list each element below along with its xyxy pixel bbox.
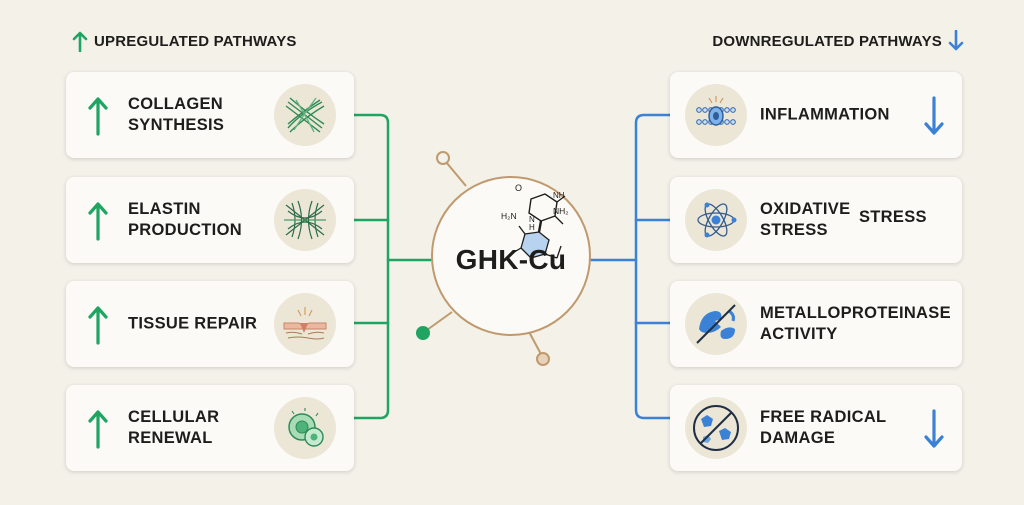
upregulated-card-collagen: COLLAGEN SYNTHESIS — [66, 72, 354, 158]
molecule-node-green — [416, 326, 430, 340]
molecule-nh-bottom-label: N H — [529, 215, 535, 232]
molecule-structure-icon — [510, 193, 566, 259]
blocked-radical-icon — [685, 397, 747, 459]
molecule-nh2-label: NH₂ — [553, 206, 569, 216]
node-stalk-bottom — [527, 329, 543, 357]
node-stalk-green — [426, 311, 453, 331]
pathway-label: INFLAMMATION — [760, 105, 890, 124]
elastin-network-icon — [274, 189, 336, 251]
molecule-node-topleft — [436, 151, 450, 165]
down-connector-trunk — [634, 113, 672, 420]
molecule-nh-top-label: NH — [553, 191, 565, 200]
pathway-label: OXIDATIVE STRESS — [760, 200, 851, 239]
molecule-o-label: O — [515, 183, 523, 193]
molecule-node-bottom — [536, 352, 550, 366]
up-connector-trunk — [352, 113, 390, 420]
downregulated-card-oxidative: OXIDATIVE STRESS — [670, 177, 962, 263]
inflamed-cell-icon — [685, 84, 747, 146]
pathway-label: CELLULAR RENEWAL — [128, 408, 220, 447]
down-arrow-icon — [924, 409, 944, 448]
downregulated-heading: DOWNREGULATED PATHWAYS — [712, 30, 964, 52]
pathway-label: METALLOPROTEINASE ACTIVITY — [760, 304, 951, 343]
upregulated-heading: UPREGULATED PATHWAYS — [72, 30, 297, 52]
molecule-h2n-label: H₂N — [501, 211, 517, 221]
pathway-label: COLLAGEN SYNTHESIS — [128, 95, 225, 134]
blocked-enzyme-icon — [685, 293, 747, 355]
collagen-fiber-icon — [274, 84, 336, 146]
pathway-label-overlap: STRESS — [859, 208, 927, 226]
cell-division-icon — [274, 397, 336, 459]
node-stalk-topleft — [445, 161, 467, 187]
hub-title: GHK-Cu — [455, 244, 567, 275]
upregulated-heading-label: UPREGULATED PATHWAYS — [94, 32, 297, 50]
down-arrow-icon — [924, 96, 944, 135]
up-arrow-icon — [72, 31, 88, 52]
downregulated-heading-label: DOWNREGULATED PATHWAYS — [712, 32, 942, 50]
pathway-label: TISSUE REPAIR — [128, 314, 258, 333]
downregulated-card-free-radical: FREE RADICAL DAMAGE — [670, 385, 962, 471]
up-arrow-icon — [88, 202, 108, 241]
upregulated-card-cellular: CELLULAR RENEWAL — [66, 385, 354, 471]
up-arrow-icon — [88, 410, 108, 449]
up-arrow-icon — [88, 306, 108, 345]
pathway-label: ELASTIN PRODUCTION — [128, 200, 242, 239]
down-arrow-icon — [948, 30, 964, 51]
upregulated-card-tissue: TISSUE REPAIR — [66, 281, 354, 367]
ghk-cu-hub: O H₂N NH N H NH₂ GHK-Cu — [431, 176, 591, 336]
downregulated-card-mmp: METALLOPROTEINASE ACTIVITY — [670, 281, 962, 367]
pathway-label: FREE RADICAL DAMAGE — [760, 408, 887, 447]
downregulated-card-inflammation: INFLAMMATION — [670, 72, 962, 158]
upregulated-card-elastin: ELASTIN PRODUCTION — [66, 177, 354, 263]
skin-repair-icon — [274, 293, 336, 355]
atom-icon — [685, 189, 747, 251]
up-arrow-icon — [88, 97, 108, 136]
